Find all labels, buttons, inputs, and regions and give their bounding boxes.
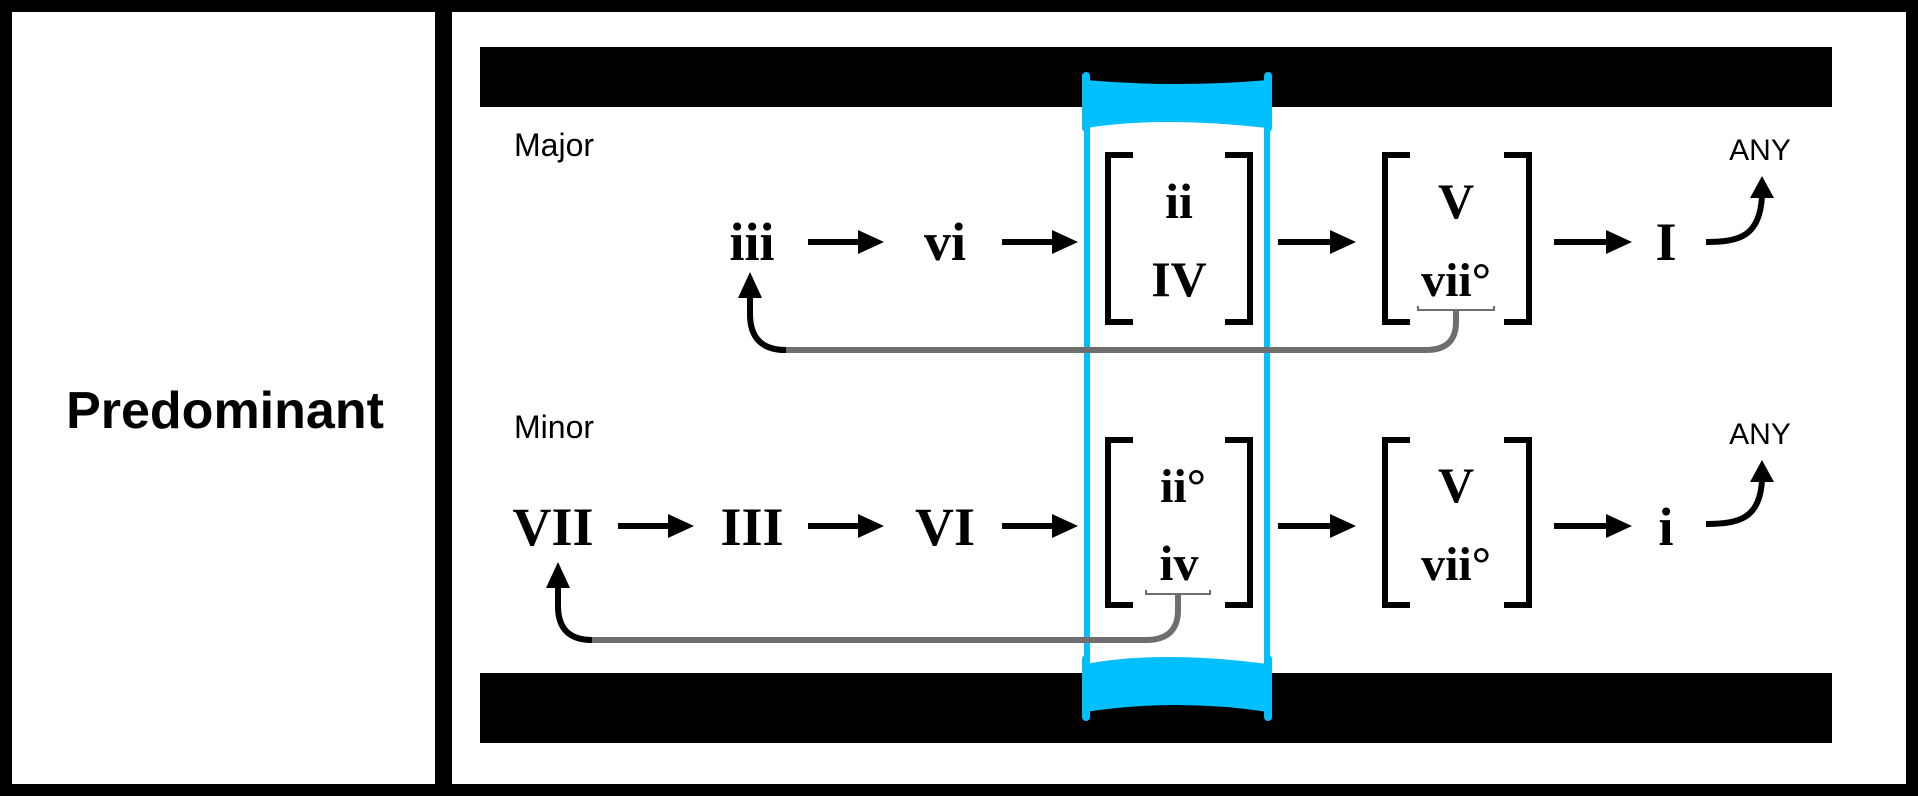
major-dominant-bracket-right xyxy=(1504,152,1532,325)
major-chord-vi: vi xyxy=(924,212,966,272)
side-panel-title: Predominant xyxy=(66,382,384,440)
highlight-bottom-cap-right xyxy=(1264,655,1272,721)
major-arrow-vi-predominant xyxy=(1002,230,1078,254)
major-chord-V: V xyxy=(1438,173,1474,229)
highlight-bottom-cap xyxy=(1082,657,1270,712)
minor-chord-i: i xyxy=(1658,497,1673,557)
highlight-left-rail xyxy=(1084,110,1090,670)
minor-dominant-bracket-right xyxy=(1504,437,1532,608)
major-label: Major xyxy=(514,127,594,163)
minor-arrow-to-any xyxy=(1705,460,1774,527)
major-chord-ii: ii xyxy=(1165,173,1193,229)
minor-arrow-dominant-tonic xyxy=(1554,514,1632,538)
major-arrow-dominant-tonic xyxy=(1554,230,1632,254)
minor-chord-VI: VI xyxy=(915,497,975,557)
minor-chord-ii-dim: ii° xyxy=(1160,460,1206,513)
minor-arrow-VII-III xyxy=(618,514,694,538)
major-return-arrow xyxy=(738,272,1495,353)
major-arrow-predominant-dominant xyxy=(1278,230,1356,254)
minor-return-arrow xyxy=(546,562,1211,643)
minor-arrow-predominant-dominant xyxy=(1278,514,1356,538)
minor-chord-iv: iv xyxy=(1160,535,1199,591)
minor-chord-III: III xyxy=(720,497,783,557)
minor-arrow-III-VI xyxy=(808,514,884,538)
minor-chord-vii-dim: vii° xyxy=(1421,538,1491,591)
minor-arrow-VI-predominant xyxy=(1002,514,1078,538)
major-dominant-bracket-left xyxy=(1382,152,1410,325)
major-predominant-bracket-left xyxy=(1105,152,1133,325)
main-panel xyxy=(452,12,1906,784)
highlight-top-cap xyxy=(1082,80,1270,128)
major-arrow-to-any xyxy=(1705,176,1774,245)
side-panel xyxy=(12,12,435,784)
minor-chord-VII: VII xyxy=(512,497,593,557)
minor-label: Minor xyxy=(514,409,594,445)
major-arrow-iii-vi xyxy=(808,230,884,254)
major-chord-IV: IV xyxy=(1151,251,1207,307)
major-any-label: ANY xyxy=(1729,134,1791,167)
highlight-right-rail xyxy=(1264,110,1270,670)
major-chord-I: I xyxy=(1655,212,1676,272)
major-predominant-bracket-right xyxy=(1225,152,1253,325)
minor-chord-V: V xyxy=(1438,457,1474,513)
minor-dominant-bracket-left xyxy=(1382,437,1410,608)
minor-any-label: ANY xyxy=(1729,418,1791,451)
minor-predominant-bracket-left xyxy=(1105,437,1133,608)
major-chord-vii-dim: vii° xyxy=(1421,254,1491,307)
minor-predominant-bracket-right xyxy=(1225,437,1253,608)
major-chord-iii: iii xyxy=(729,212,774,272)
highlight-bottom-cap-left xyxy=(1082,655,1090,721)
